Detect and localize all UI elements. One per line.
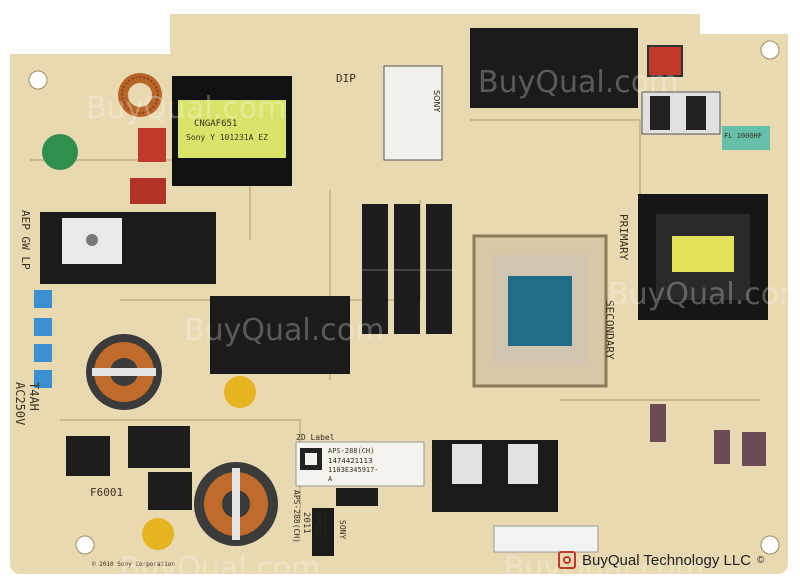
secondary-label: SECONDARY (603, 300, 616, 360)
heatsink-top (470, 28, 638, 108)
mounting-hole (760, 40, 780, 60)
small-capacitor (336, 488, 378, 506)
label-part-number: APS-288(CH) (328, 447, 374, 455)
watermark: BuyQual.com (478, 65, 678, 100)
brand-mark: © (757, 554, 765, 566)
2d-label-caption: 2D Label (296, 433, 335, 442)
brand-logo-icon (558, 551, 576, 569)
blue-capacitors (34, 290, 52, 388)
red-thermal-component (647, 45, 683, 77)
heatsink-center (210, 296, 350, 374)
brand-name: BuyQual Technology LLC (582, 551, 751, 569)
mounting-hole (760, 535, 780, 555)
board-side-model: APS-288(CH) (292, 490, 301, 543)
electrolytic-capacitor-small (742, 432, 766, 466)
heatsink-bottom (432, 440, 558, 512)
primary-label: PRIMARY (617, 214, 630, 261)
heatsink-left (40, 212, 216, 284)
red-film-capacitor (130, 178, 166, 204)
watermark: BuyQual.com (504, 551, 704, 586)
common-mode-choke (148, 472, 192, 510)
common-mode-choke (66, 436, 110, 476)
flyback-label-line2: Sony Y 101231A EZ (186, 133, 268, 142)
fuse-rating-line2: AC250V (13, 382, 27, 425)
mounting-hole (75, 535, 95, 555)
toroid-inductor-top (118, 73, 162, 117)
common-mode-choke (128, 426, 190, 468)
watermark: BuyQual.com (86, 91, 286, 126)
label-suffix: A (328, 475, 333, 483)
mounting-hole (28, 70, 48, 90)
brand-footer: BuyQual Technology LLC © (558, 551, 764, 569)
yellow-disc-capacitor (142, 518, 174, 550)
flyback-transformer (172, 76, 292, 186)
toroid-coil-left (86, 334, 162, 410)
label-numbers: 1474421113 (328, 457, 373, 465)
watermark: BuyQual.com (120, 551, 320, 586)
edge-marking: AEP GW LP (19, 210, 32, 270)
fuse-rating-line1: T4AH (27, 382, 41, 411)
electrolytic-capacitor-small (714, 430, 730, 464)
model-stamp: GE2 (312, 512, 327, 539)
yellow-disc-capacitor (224, 376, 256, 408)
board-notch-top-right (700, 14, 788, 34)
board-year: 2011 (301, 512, 311, 534)
main-transformer (472, 234, 608, 388)
toroid-coil-bottom (194, 462, 278, 546)
voltage-regulator (641, 91, 721, 135)
model-stamp-box (312, 508, 334, 556)
cap-label: FL 1000HF (724, 132, 762, 140)
fuse-label: F6001 (90, 486, 123, 499)
watermark: BuyQual.com (184, 313, 384, 348)
label-code: 1103E345917- (328, 466, 379, 474)
relay-brand: SONY (432, 90, 441, 112)
copyright: © 2010 Sony Corporation (92, 561, 175, 568)
electrolytic-capacitors (362, 204, 452, 334)
dip-label: DIP (336, 72, 356, 85)
relay (383, 65, 443, 161)
watermark: BuyQual.com (608, 277, 800, 312)
flyback-label-line1: CNGAF651 (194, 119, 237, 129)
qr-code-inner (305, 453, 317, 465)
board-code: SONY (338, 520, 347, 539)
output-connector (493, 525, 599, 553)
teal-capacitor (722, 126, 770, 150)
green-capacitor (42, 134, 78, 170)
electrolytic-capacitor-small (650, 404, 666, 442)
board-notch-top-left (10, 14, 170, 54)
right-transformer (638, 194, 768, 320)
red-film-capacitor (138, 128, 166, 162)
